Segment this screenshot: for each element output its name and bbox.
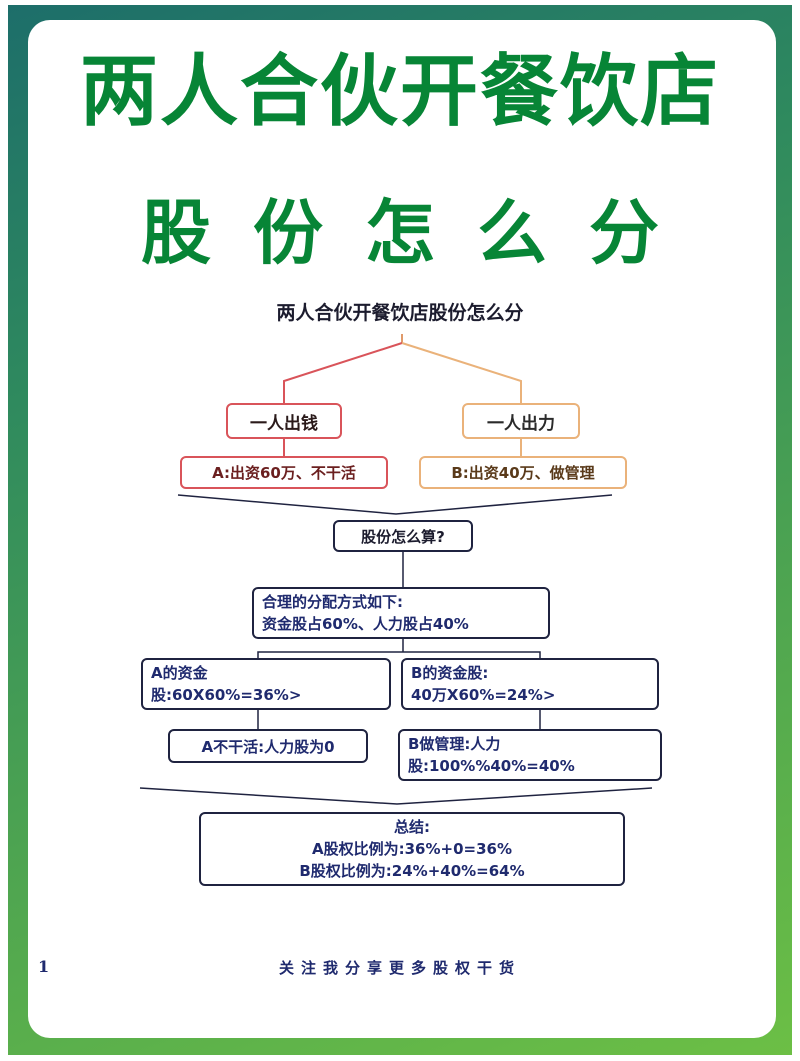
diagram-root-title: 两人合伙开餐饮店股份怎么分: [276, 302, 524, 324]
branch-a-label: 一人出钱: [226, 403, 342, 439]
branch-b-label: 一人出力: [462, 403, 580, 439]
branch-a-detail: A:出资60万、不干活: [180, 456, 388, 489]
method-line1: 合理的分配方式如下:: [262, 593, 403, 611]
a-labor-box: A不干活:人力股为0: [168, 729, 368, 763]
method-box: 合理的分配方式如下: 资金股占60%、人力股占40%: [252, 587, 550, 639]
branch-b-detail: B:出资40万、做管理: [419, 456, 627, 489]
b-labor-line1: B做管理:人力: [408, 735, 501, 753]
summary-line-b: B股权比例为:24%+40%=64%: [299, 862, 525, 880]
a-capital-line1: A的资金: [151, 664, 208, 682]
summary-title: 总结:: [394, 818, 430, 836]
summary-line-a: A股权比例为:36%+0=36%: [312, 840, 512, 858]
b-labor-box: B做管理:人力 股:100%%40%=40%: [398, 729, 662, 781]
question-box: 股份怎么算?: [333, 520, 473, 552]
a-capital-line2: 股:60X60%=36%>: [151, 686, 302, 704]
footer-follow-text: 关注我分享更多股权干货: [278, 959, 521, 977]
main-title: 两人合伙开餐饮店: [79, 47, 720, 137]
method-line2: 资金股占60%、人力股占40%: [262, 615, 469, 633]
b-capital-box: B的资金股: 40万X60%=24%>: [401, 658, 659, 710]
b-capital-line2: 40万X60%=24%>: [411, 686, 556, 704]
summary-box: 总结: A股权比例为:36%+0=36% B股权比例为:24%+40%=64%: [199, 812, 625, 886]
b-capital-line1: B的资金股:: [411, 664, 489, 682]
b-labor-line2: 股:100%%40%=40%: [408, 757, 575, 775]
page-number: 1: [38, 957, 50, 976]
a-capital-box: A的资金 股:60X60%=36%>: [141, 658, 391, 710]
main-subtitle: 股份怎么分: [141, 192, 701, 274]
